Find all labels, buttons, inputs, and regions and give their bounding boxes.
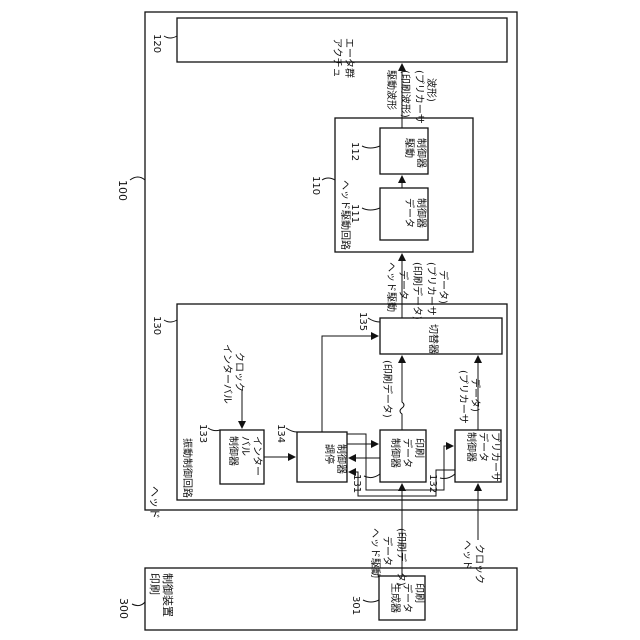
svg-text:制御装置: 制御装置	[161, 573, 175, 617]
svg-text:印刷: 印刷	[148, 573, 161, 595]
svg-text:制御器: 制御器	[389, 438, 402, 468]
svg-text:データ: データ	[401, 583, 414, 613]
svg-text:制御器: 制御器	[465, 432, 478, 462]
svg-text:アクチュ: アクチュ	[331, 38, 343, 78]
print-data-generator-ref: 301	[350, 596, 361, 615]
vibration-control-circuit-ref: 130	[151, 316, 162, 335]
switcher-label: 切替器	[427, 324, 440, 354]
vibration-control-circuit-title: 振動制御回路	[181, 438, 194, 498]
drive-controller-ref: 112	[349, 142, 360, 161]
svg-text:(プリカーサ: (プリカーサ	[413, 70, 425, 124]
svg-text:印刷: 印刷	[413, 438, 425, 458]
svg-text:駆動波形: 駆動波形	[385, 70, 398, 110]
svg-text:調停: 調停	[323, 444, 336, 464]
svg-text:印刷: 印刷	[413, 583, 425, 603]
print-controller-box	[145, 568, 517, 630]
svg-text:制御器: 制御器	[227, 436, 240, 466]
data-controller-label: データ 制御器	[403, 198, 428, 228]
svg-text:バル: バル	[239, 436, 251, 456]
svg-text:(プリカーサ: (プリカーサ	[425, 262, 437, 316]
svg-text:データ: データ	[401, 438, 414, 468]
actuator-group-ref: 120	[151, 34, 162, 53]
svg-text:データ: データ	[381, 536, 394, 566]
svg-text:データ): データ)	[469, 378, 482, 412]
svg-text:エータ群: エータ群	[343, 38, 356, 78]
head-title: ヘッド	[148, 486, 161, 519]
svg-text:データ: データ	[477, 432, 490, 462]
svg-text:ヘッド: ヘッド	[461, 540, 472, 570]
svg-text:(印刷データ): (印刷データ)	[395, 528, 408, 586]
print-data-controller-ref: 131	[351, 474, 362, 493]
svg-text:制御器: 制御器	[415, 138, 428, 168]
svg-text:(印刷データ): (印刷データ)	[411, 262, 424, 320]
actuator-group-label: アクチュ エータ群	[331, 38, 356, 78]
svg-text:ヘッド駆動: ヘッド駆動	[385, 262, 398, 312]
svg-text:生成器: 生成器	[389, 583, 402, 613]
switcher-box	[380, 318, 502, 354]
svg-text:ヘッド駆動: ヘッド駆動	[369, 528, 382, 578]
arbitration-controller-ref: 134	[275, 424, 286, 443]
svg-text:インターバル: インターバル	[221, 344, 233, 404]
svg-text:データ): データ)	[437, 270, 450, 304]
svg-text:波形): 波形)	[425, 78, 438, 102]
svg-text:(印刷波形): (印刷波形)	[399, 70, 412, 118]
interval-controller-ref: 133	[197, 424, 208, 443]
switcher-ref: 135	[357, 312, 368, 331]
print-data-label: (印刷データ)	[381, 360, 394, 418]
svg-text:データ: データ	[403, 198, 416, 228]
svg-text:クロック: クロック	[233, 352, 245, 392]
head-ref: 100	[116, 180, 129, 201]
svg-text:データ: データ	[397, 270, 410, 300]
svg-text:制御器: 制御器	[415, 198, 428, 228]
head-drive-circuit-ref: 110	[310, 176, 321, 195]
print-controller-ref: 300	[117, 598, 130, 619]
svg-text:プリカーサ: プリカーサ	[489, 432, 501, 482]
svg-text:インター: インター	[251, 436, 263, 476]
svg-text:(プリカーサ: (プリカーサ	[457, 370, 469, 424]
svg-text:制御器: 制御器	[335, 444, 348, 474]
svg-text:クロック: クロック	[473, 544, 485, 584]
svg-text:駆動: 駆動	[403, 138, 416, 158]
data-controller-ref: 111	[349, 204, 360, 223]
